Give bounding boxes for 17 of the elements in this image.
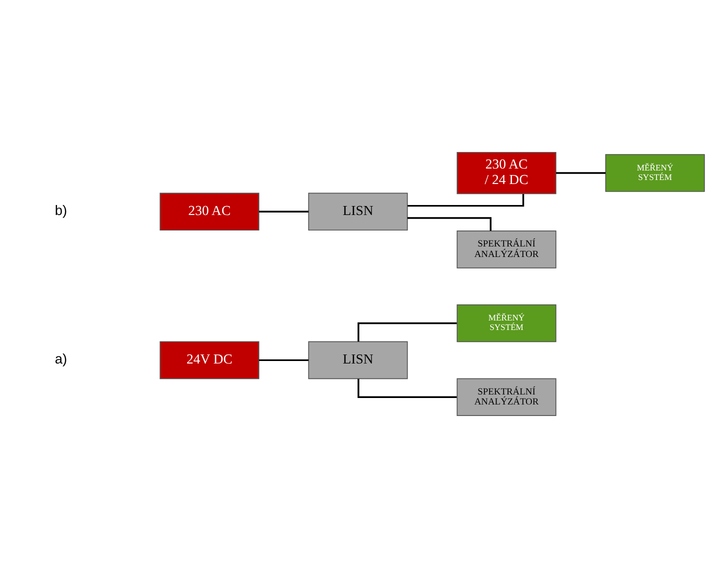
node-box: LISN [308,192,408,231]
connector [258,210,308,213]
connector [408,194,524,207]
node-box: 24V DC [160,341,260,380]
connector [556,172,606,174]
node-box: SPEKTRÁLNÍ ANALÝZÁTOR [456,378,556,416]
connector [258,359,308,362]
connector [358,378,457,398]
node-box: MĚŘENÝ SYSTÉM [456,304,556,342]
node-box: LISN [308,341,408,380]
label: b) [54,202,68,218]
node-box: SPEKTRÁLNÍ ANALÝZÁTOR [456,230,556,268]
node-box: 230 AC / 24 DC [456,152,556,194]
label: a) [54,351,68,366]
node-box: 230 AC [160,192,260,231]
node-box: MĚŘENÝ SYSTÉM [605,154,705,192]
connector [358,322,457,342]
